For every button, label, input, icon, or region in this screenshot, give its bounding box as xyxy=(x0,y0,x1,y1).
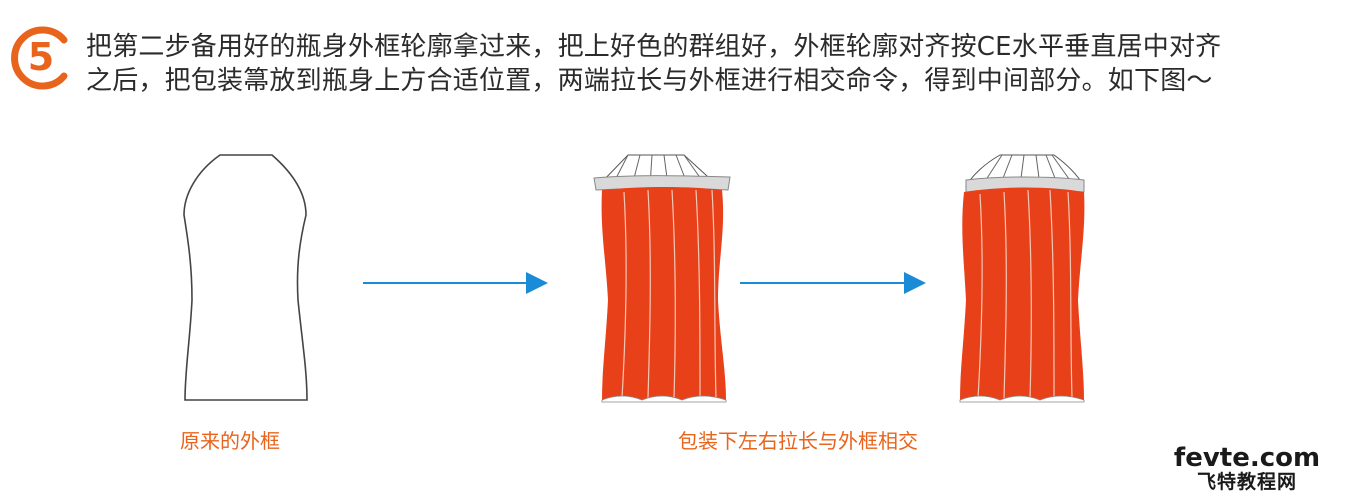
badge-number: 5 xyxy=(28,35,54,79)
site-watermark: fevte.com 飞特教程网 xyxy=(1162,445,1332,493)
bottle-with-wrap xyxy=(593,154,731,403)
bottle-intersected xyxy=(959,154,1085,403)
wrap-body xyxy=(601,187,726,400)
caption-wrap-intersect: 包装下左右拉长与外框相交 xyxy=(678,429,918,453)
watermark-domain: fevte.com xyxy=(1173,443,1321,473)
badge-ring xyxy=(11,26,68,90)
arrow-1 xyxy=(363,272,548,294)
result-body xyxy=(960,187,1085,400)
caption-original-outline: 原来的外框 xyxy=(180,429,280,453)
watermark-name: 飞特教程网 xyxy=(1196,471,1297,493)
step-instruction: 把第二步备用好的瓶身外框轮廓拿过来，把上好色的群组好，外框轮廓对齐按CE水平垂直… xyxy=(86,30,1341,98)
arrow-2 xyxy=(740,272,926,294)
original-bottle-outline xyxy=(183,154,308,401)
instruction-line-2: 之后，把包装箒放到瓶身上方合适位置，两端拉长与外框进行相交命令，得到中间部分。如… xyxy=(86,66,1213,96)
step-number-badge: 5 xyxy=(11,26,68,90)
instruction-line-1: 把第二步备用好的瓶身外框轮廓拿过来，把上好色的群组好，外框轮廓对齐按CE水平垂直… xyxy=(86,32,1222,62)
